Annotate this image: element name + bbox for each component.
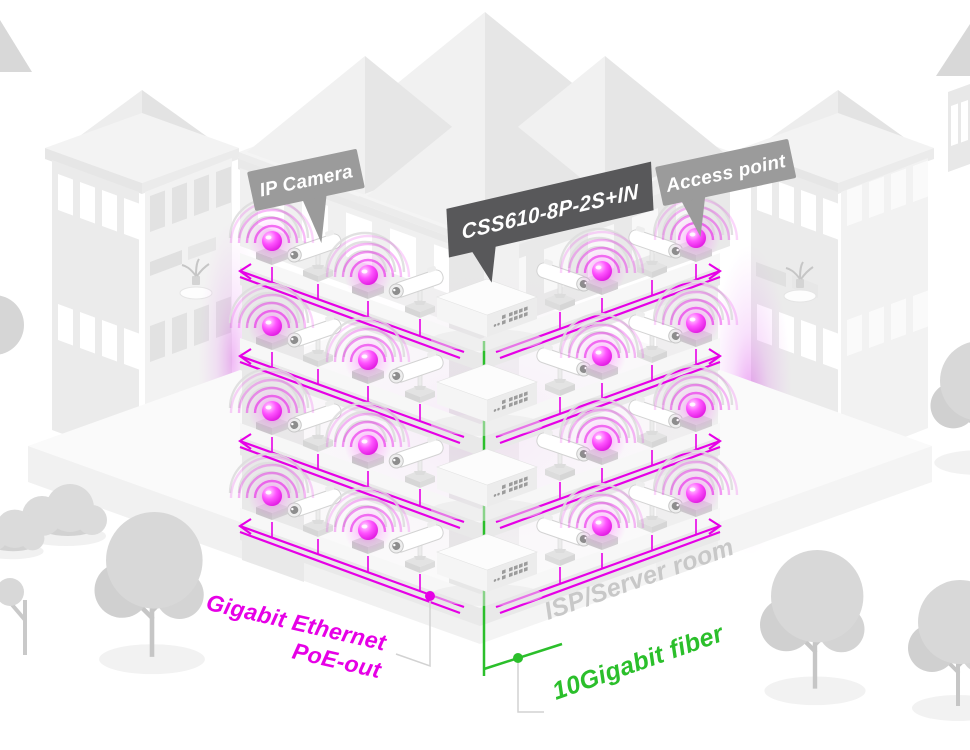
callout-tail bbox=[301, 191, 327, 244]
tree bbox=[760, 550, 866, 705]
tree bbox=[95, 512, 205, 674]
right-building-windows bbox=[847, 160, 928, 356]
poe-label: Gigabit Ethernet PoE-out bbox=[204, 589, 390, 683]
fiber-node-dot bbox=[513, 653, 523, 663]
callout-tail bbox=[680, 193, 706, 238]
left-building bbox=[45, 90, 266, 500]
left-building-windows bbox=[58, 174, 139, 370]
plant-icon bbox=[785, 261, 814, 280]
tree bbox=[928, 339, 970, 477]
tree bbox=[906, 578, 970, 723]
callout-body bbox=[446, 161, 654, 258]
fiber-label: 10Gigabit fiber bbox=[549, 619, 729, 706]
background-roofs bbox=[0, 20, 970, 172]
sapling bbox=[6, 598, 27, 655]
fiber-label-connector bbox=[517, 663, 544, 713]
poe-label-connector bbox=[395, 601, 431, 668]
callout-body bbox=[247, 149, 365, 211]
poe-node-dot bbox=[425, 591, 435, 601]
greenery bbox=[0, 295, 970, 723]
callout-body bbox=[655, 139, 796, 206]
